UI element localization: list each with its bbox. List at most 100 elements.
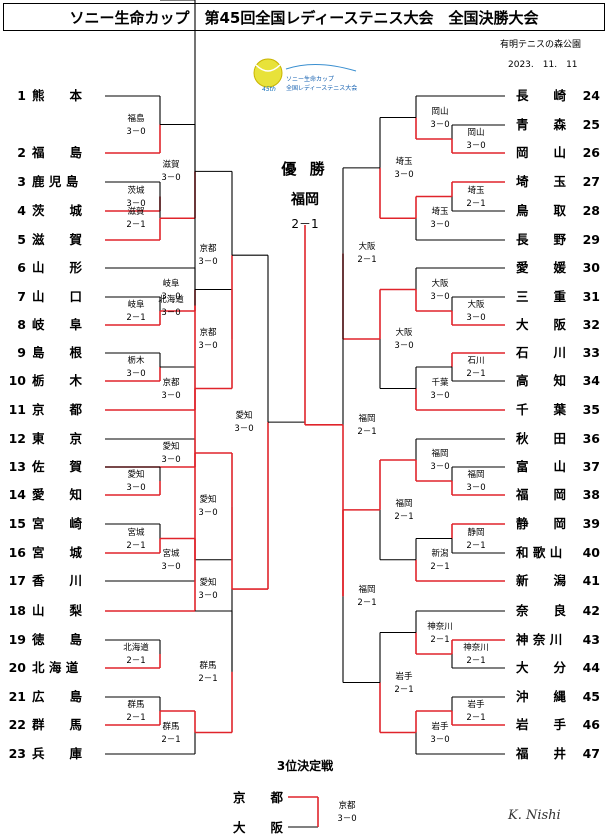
team-number: 45	[582, 689, 600, 704]
team-number: 37	[582, 459, 600, 474]
team-name: 福 島	[32, 145, 83, 160]
team-number: 3	[17, 174, 26, 189]
match-winner: 岩手	[431, 721, 449, 732]
match-score: 3－0	[126, 483, 146, 493]
match-score: 3－0	[161, 291, 181, 302]
team-name: 神 奈 川	[516, 632, 563, 647]
match-winner: 福岡	[395, 498, 413, 509]
match-score: 2－1	[357, 598, 377, 609]
match-winner: 福岡	[358, 413, 376, 424]
match-winner: 岡山	[431, 106, 449, 117]
team-number: 31	[582, 289, 600, 304]
team-number: 17	[8, 573, 26, 588]
team-number: 20	[8, 660, 26, 675]
team-name: 兵 庫	[32, 746, 83, 761]
champion-block: 優 勝 福岡 2－1	[265, 158, 345, 232]
match-score: 2－1	[430, 634, 450, 645]
match-score: 3－0	[466, 483, 486, 493]
team-number: 40	[582, 545, 600, 560]
match-winner: 滋賀	[162, 160, 180, 171]
match-score: 2－1	[394, 511, 414, 522]
match-score: 2－1	[357, 426, 377, 437]
team-name: 東 京	[32, 431, 83, 446]
team-name: 鳥 取	[516, 203, 567, 218]
match-winner: 岡山	[467, 128, 485, 138]
team-number: 39	[582, 516, 600, 531]
match-score: 2－1	[198, 673, 218, 684]
match-R16: 福岡 2－1	[380, 499, 428, 522]
match-winner: 愛知	[127, 470, 145, 480]
date-label: 2023. 11. 11	[508, 60, 578, 70]
team-number: 1	[17, 88, 26, 103]
team-number: 4	[17, 203, 26, 218]
match-winner: 千葉	[431, 377, 449, 388]
team-name: 富 山	[516, 459, 567, 474]
match-R18: 神奈川 2－1	[416, 622, 464, 645]
match-score: 2－1	[126, 540, 146, 551]
match-winner: 愛知	[199, 495, 217, 506]
team-name: 滋 賀	[32, 232, 83, 247]
team-name: 新 潟	[516, 573, 567, 588]
match-winner: 埼玉	[431, 207, 449, 218]
svg-text:45th: 45th	[262, 86, 276, 93]
team-name: 茨 城	[32, 203, 83, 218]
team-right-36: 秋 田 36	[516, 432, 600, 446]
match-R23: 福岡 2－1	[343, 414, 391, 437]
team-name: 岡 山	[516, 145, 567, 160]
team-name: 福 井	[516, 746, 567, 761]
team-number: 36	[582, 431, 600, 446]
match-score: 3－0	[430, 220, 450, 231]
match-winner: 静岡	[467, 527, 485, 538]
team-left-21: 21 広 島	[0, 690, 90, 704]
team-name: 群 馬	[32, 717, 83, 732]
match-R4: 埼玉 3－0	[416, 207, 464, 230]
team-number: 13	[8, 459, 26, 474]
team-name: 栃 木	[32, 373, 83, 388]
match-score: 3－0	[394, 341, 414, 351]
team-name: 秋 田	[516, 431, 567, 446]
match-winner: 神奈川	[427, 621, 453, 632]
match-winner: 群馬	[199, 660, 217, 671]
svg-text:全国レディーステニス大会: 全国レディーステニス大会	[286, 84, 357, 92]
team-number: 24	[582, 88, 600, 103]
team-number: 38	[582, 487, 600, 502]
team-number: 7	[17, 289, 26, 304]
match-winner: 京都	[199, 244, 217, 255]
team-name: 広 島	[32, 689, 83, 704]
team-number: 30	[582, 260, 600, 275]
team-number: 21	[8, 689, 26, 704]
match-score: 2－1	[430, 561, 450, 572]
match-winner: 京都	[162, 377, 180, 388]
